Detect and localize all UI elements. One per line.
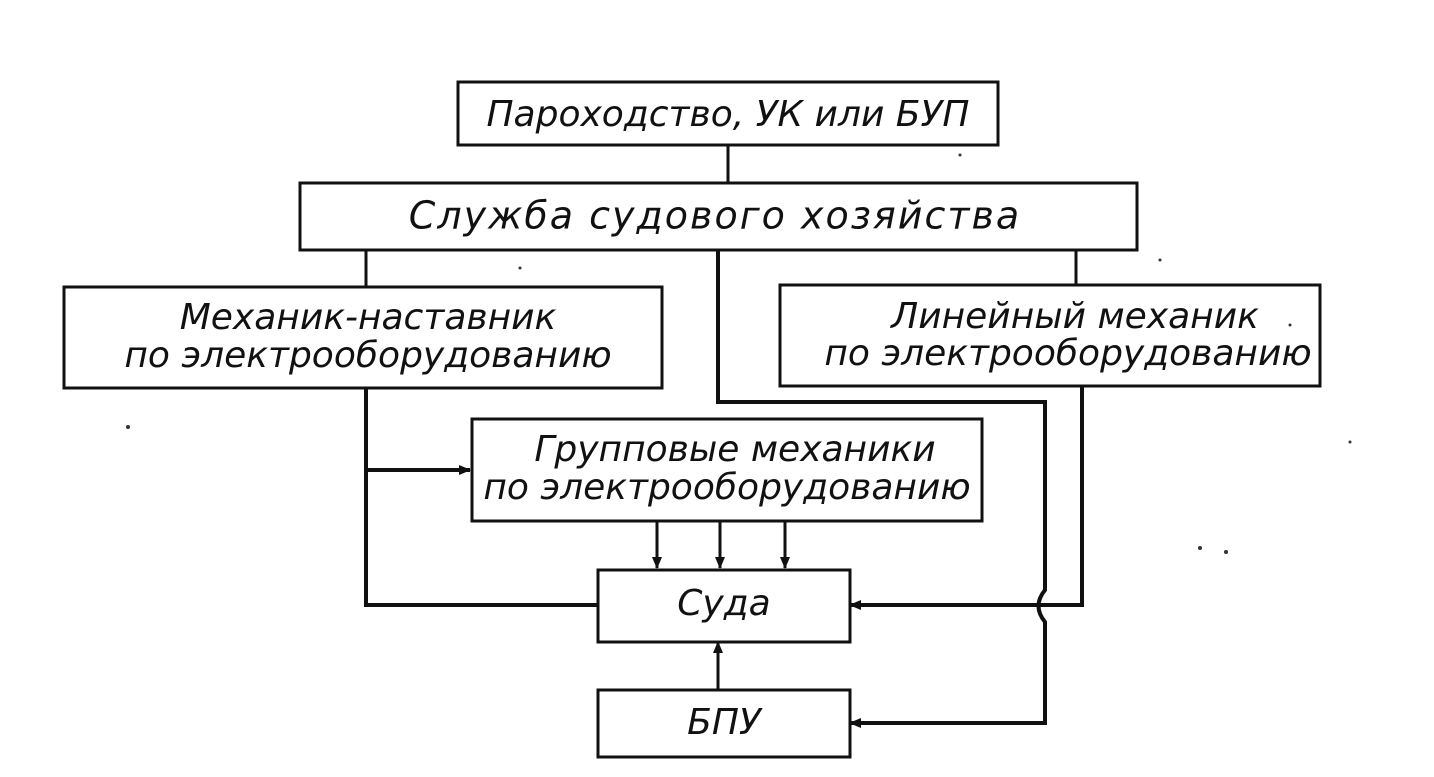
shipping-company-label: Пароходство, УК или БУП <box>486 94 969 135</box>
box-ship-service: Служба судового хозяйства <box>298 181 1139 252</box>
box-ships: Суда <box>596 568 852 644</box>
bpu-label: БПУ <box>687 702 763 743</box>
connectors <box>364 145 1084 728</box>
ship-service-label: Служба судового хозяйства <box>409 194 1021 238</box>
box-line-mechanic: Линейный механик по электрооборудованию <box>778 283 1322 388</box>
line-mechanic-label-line1: Линейный механик <box>889 296 1259 337</box>
connector-mentor-to-ships <box>364 388 598 607</box>
box-bpu: БПУ <box>596 688 852 759</box>
group-mechanics-label-line1: Групповые механики <box>534 429 935 470</box>
scan-specks <box>126 153 1352 554</box>
box-mentor-mechanic: Механик-наставник по электрооборудованию <box>62 285 664 390</box>
box-shipping-company: Пароходство, УК или БУП <box>456 80 1000 147</box>
box-group-mechanics: Групповые механики по электрооборудовани… <box>470 417 984 523</box>
group-mechanics-label-line2: по электрооборудованию <box>483 467 970 508</box>
mentor-mechanic-label-line2: по электрооборудованию <box>124 335 611 376</box>
ships-label: Суда <box>677 583 770 624</box>
connector-line-to-ships <box>849 386 1084 610</box>
mentor-mechanic-label-line1: Механик-наставник <box>180 297 557 338</box>
line-mechanic-label-line2: по электрооборудованию <box>824 333 1311 374</box>
